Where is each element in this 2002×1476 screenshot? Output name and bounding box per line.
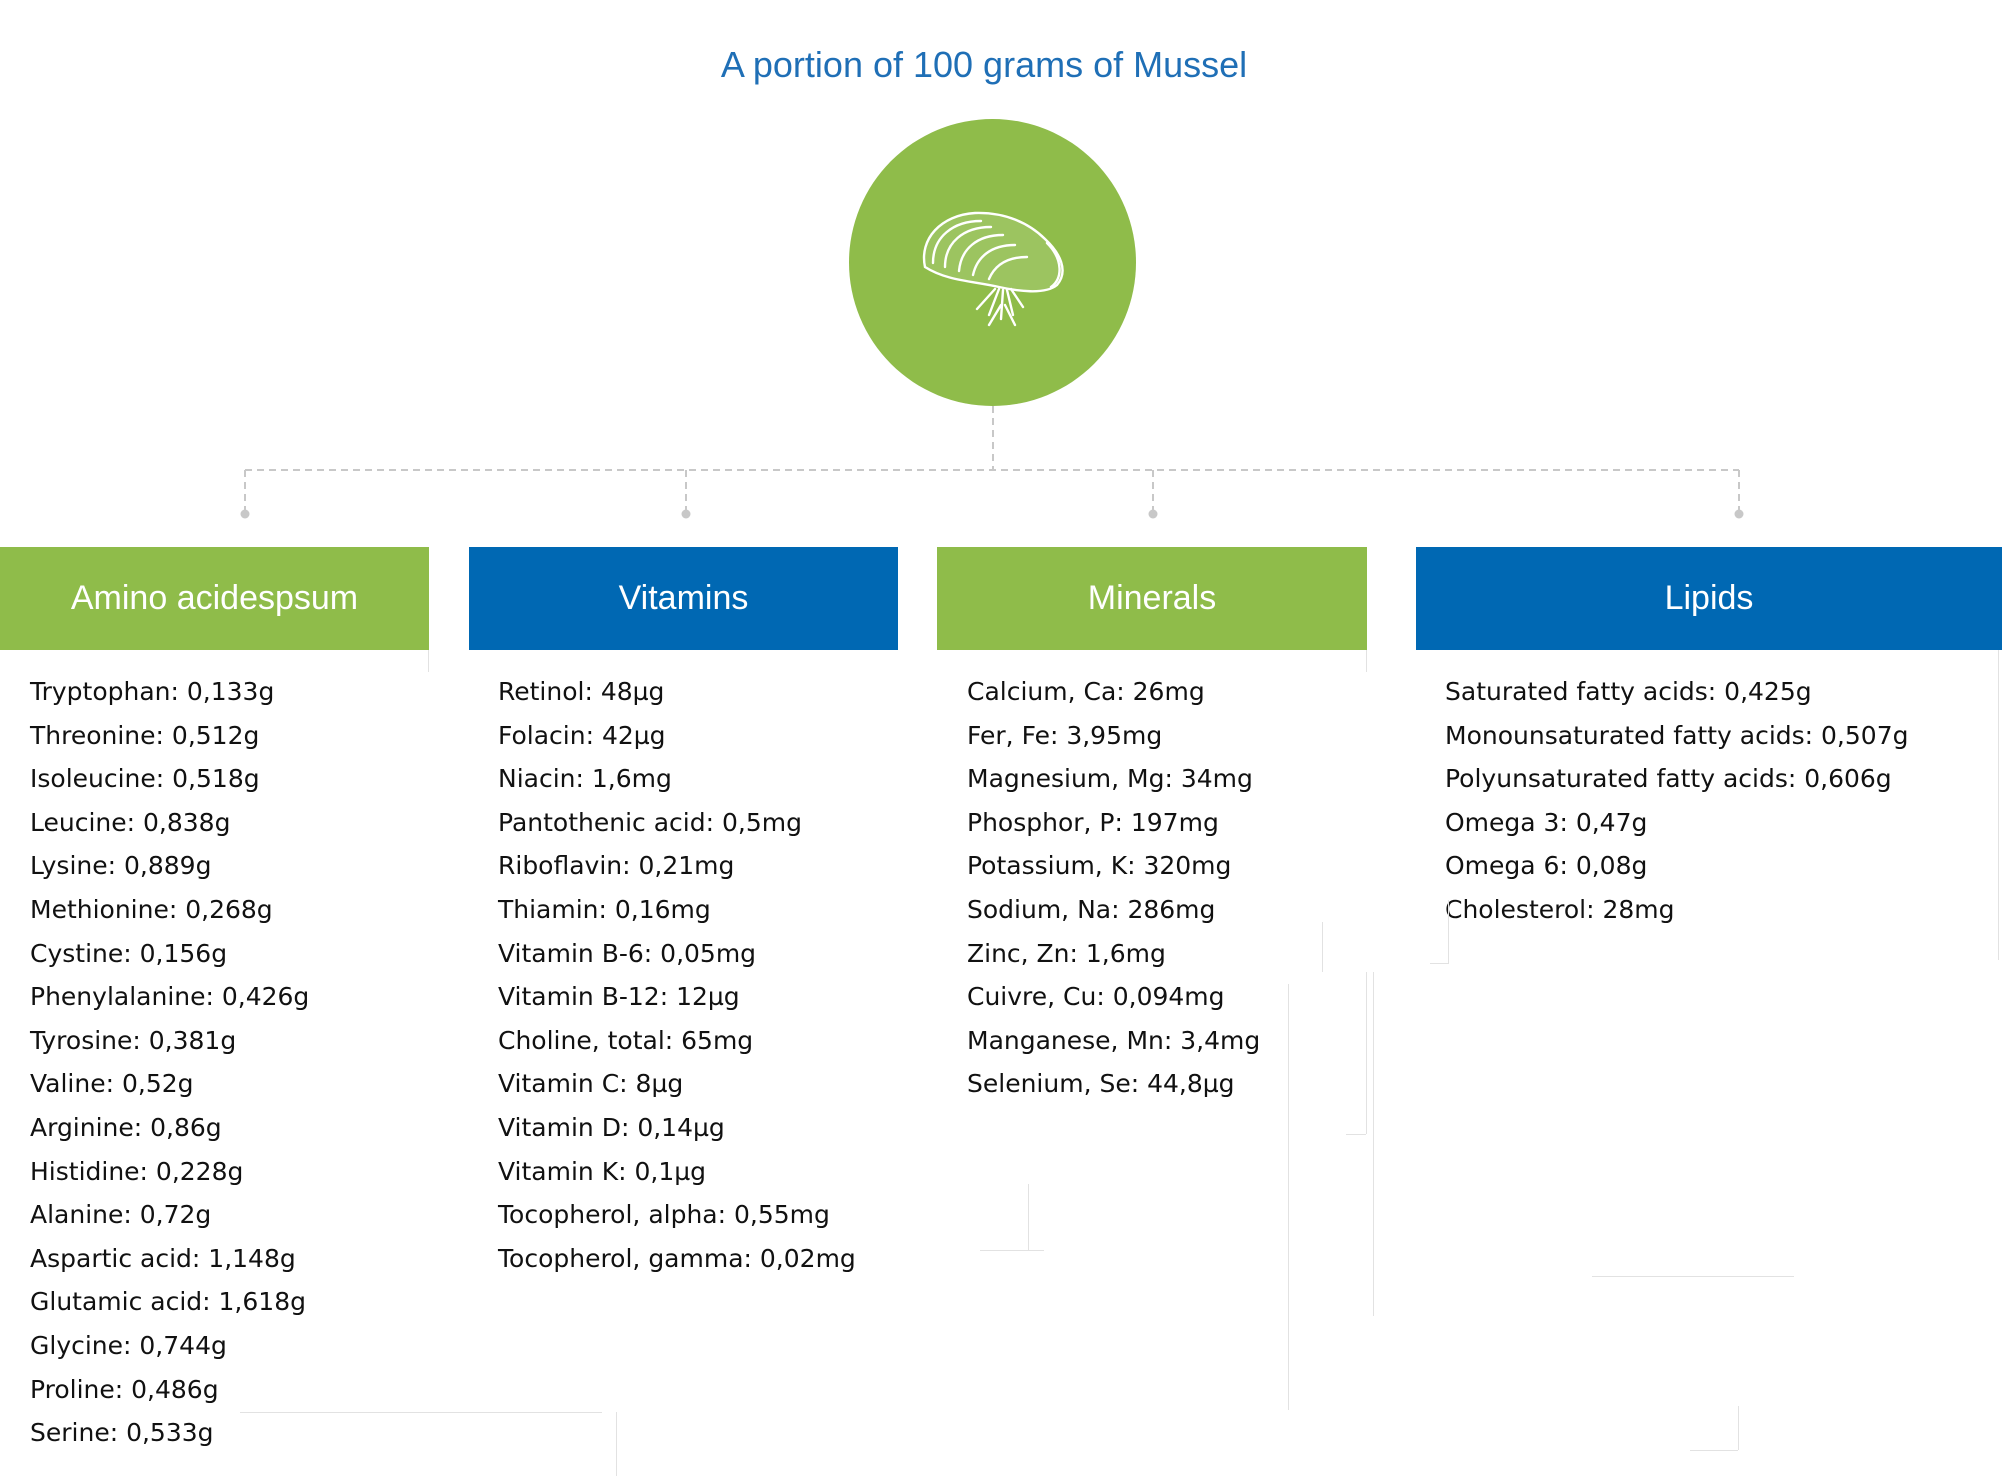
list-item: Cuivre, Cu: 0,094mg xyxy=(967,982,1225,1012)
nutrient-list: Calcium, Ca: 26mg Fer, Fe: 3,95mg Magnes… xyxy=(937,650,1367,1106)
category-header: Vitamins xyxy=(469,547,898,650)
list-item: Cystine: 0,156g xyxy=(30,938,228,968)
list-item: Tryptophan: 0,133g xyxy=(30,677,275,706)
list-item: Omega 6: 0,08g xyxy=(1445,851,1648,881)
list-item: Phosphor, P: 197mg xyxy=(967,807,1219,837)
list-item: Vitamin K: 0,1µg xyxy=(498,1156,707,1186)
list-item: Tyrosine: 0,381g xyxy=(30,1025,237,1055)
frame-divider xyxy=(1366,972,1367,1134)
list-item: Lysine: 0,889g xyxy=(30,851,212,881)
category-header: Amino acidespsum xyxy=(0,547,429,650)
frame-divider xyxy=(1288,984,1289,1410)
list-item: Vitamin D: 0,14µg xyxy=(498,1112,725,1142)
list-item: Selenium, Se: 44,8µg xyxy=(967,1069,1235,1099)
list-item: Polyunsaturated fatty acids: 0,606g xyxy=(1445,764,1892,794)
category-amino-acids: Amino acidespsum Tryptophan: 0,133g Thre… xyxy=(0,547,429,1455)
list-item: Saturated fatty acids: 0,425g xyxy=(1445,677,1812,706)
list-item: Proline: 0,486g xyxy=(30,1374,219,1404)
list-item: Vitamin C: 8µg xyxy=(498,1069,684,1099)
page-title: A portion of 100 grams of Mussel xyxy=(720,44,1248,85)
list-item: Tocopherol, gamma: 0,02mg xyxy=(498,1243,856,1273)
frame-divider xyxy=(1738,1406,1739,1450)
list-item: Tocopherol, alpha: 0,55mg xyxy=(498,1200,830,1230)
tree-connector xyxy=(240,406,1744,519)
frame-divider xyxy=(1028,1184,1029,1250)
list-item: Sodium, Na: 286mg xyxy=(967,894,1216,924)
frame-divider xyxy=(1366,650,1367,672)
list-item: Magnesium, Mg: 34mg xyxy=(967,764,1253,794)
frame-divider xyxy=(1448,900,1449,964)
mussel-icon xyxy=(849,119,1136,406)
frame-divider xyxy=(616,1412,617,1476)
category-header: Minerals xyxy=(937,547,1367,650)
list-item: Riboflavin: 0,21mg xyxy=(498,851,735,881)
list-item: Phenylalanine: 0,426g xyxy=(30,982,310,1012)
frame-divider xyxy=(980,1250,1044,1251)
list-item: Arginine: 0,86g xyxy=(30,1112,222,1142)
mussel-badge xyxy=(849,119,1136,406)
frame-divider xyxy=(240,1412,602,1413)
list-item: Threonine: 0,512g xyxy=(30,720,260,750)
frame-divider xyxy=(1998,650,1999,960)
list-item: Calcium, Ca: 26mg xyxy=(967,677,1205,706)
category-lipids: Lipids Saturated fatty acids: 0,425g Mon… xyxy=(1416,547,2002,932)
frame-divider xyxy=(1322,922,1323,972)
list-item: Glutamic acid: 1,618g xyxy=(30,1287,306,1317)
list-item: Thiamin: 0,16mg xyxy=(498,894,711,924)
list-item: Niacin: 1,6mg xyxy=(498,764,672,794)
nutrient-list: Saturated fatty acids: 0,425g Monounsatu… xyxy=(1416,650,2002,932)
list-item: Histidine: 0,228g xyxy=(30,1156,244,1186)
nutrient-list: Tryptophan: 0,133g Threonine: 0,512g Iso… xyxy=(0,650,429,1455)
list-item: Monounsaturated fatty acids: 0,507g xyxy=(1445,720,1909,750)
list-item: Glycine: 0,744g xyxy=(30,1330,227,1360)
list-item: Cholesterol: 28mg xyxy=(1445,894,1675,924)
list-item: Manganese, Mn: 3,4mg xyxy=(967,1025,1261,1055)
frame-divider xyxy=(1430,963,1448,964)
frame-divider xyxy=(1592,1276,1794,1277)
list-item: Zinc, Zn: 1,6mg xyxy=(967,938,1166,968)
list-item: Omega 3: 0,47g xyxy=(1445,807,1648,837)
list-item: Isoleucine: 0,518g xyxy=(30,764,260,794)
list-item: Vitamin B-12: 12µg xyxy=(498,982,740,1012)
nutrient-list: Retinol: 48µg Folacin: 42µg Niacin: 1,6m… xyxy=(469,650,898,1280)
list-item: Potassium, K: 320mg xyxy=(967,851,1232,881)
category-minerals: Minerals Calcium, Ca: 26mg Fer, Fe: 3,95… xyxy=(937,547,1367,1106)
list-item: Leucine: 0,838g xyxy=(30,807,231,837)
list-item: Vitamin B-6: 0,05mg xyxy=(498,938,757,968)
list-item: Methionine: 0,268g xyxy=(30,894,273,924)
frame-divider xyxy=(428,650,429,672)
list-item: Valine: 0,52g xyxy=(30,1069,194,1099)
list-item: Choline, total: 65mg xyxy=(498,1025,754,1055)
list-item: Fer, Fe: 3,95mg xyxy=(967,720,1163,750)
list-item: Pantothenic acid: 0,5mg xyxy=(498,807,802,837)
list-item: Alanine: 0,72g xyxy=(30,1200,212,1230)
list-item: Serine: 0,533g xyxy=(30,1418,214,1448)
category-header: Lipids xyxy=(1416,547,2002,650)
category-vitamins: Vitamins Retinol: 48µg Folacin: 42µg Nia… xyxy=(469,547,898,1280)
frame-divider xyxy=(1690,1450,1738,1451)
list-item: Folacin: 42µg xyxy=(498,720,666,750)
list-item: Aspartic acid: 1,148g xyxy=(30,1243,296,1273)
frame-divider xyxy=(1346,1134,1366,1135)
frame-divider xyxy=(1373,972,1374,1316)
list-item: Retinol: 48µg xyxy=(498,677,665,706)
